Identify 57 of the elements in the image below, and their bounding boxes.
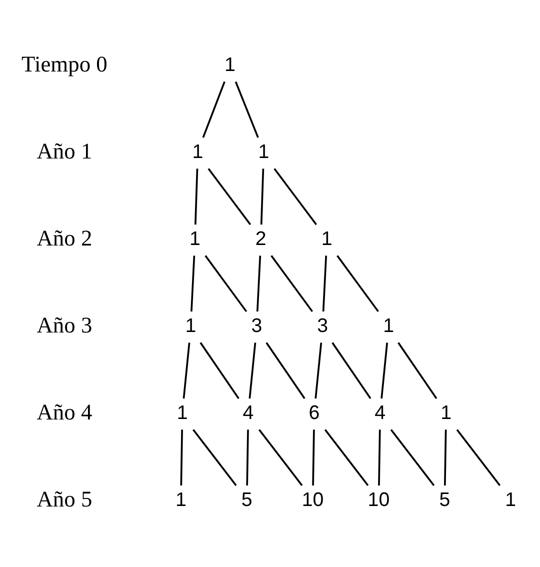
connector bbox=[234, 81, 259, 138]
node-text: 1 bbox=[505, 489, 516, 512]
label: Año 4 bbox=[36, 399, 92, 424]
node-text: 1 bbox=[176, 402, 188, 424]
connector bbox=[312, 430, 315, 486]
connector bbox=[444, 430, 447, 486]
node-text: 10 bbox=[368, 489, 390, 512]
node-text: 1 bbox=[440, 402, 452, 424]
label: Año 1 bbox=[36, 138, 92, 164]
connector bbox=[322, 256, 328, 312]
connector bbox=[200, 342, 240, 400]
node-text: 1 bbox=[224, 54, 236, 76]
node-text: 5 bbox=[241, 489, 252, 512]
connector bbox=[202, 81, 226, 138]
node-text: 4 bbox=[374, 402, 386, 424]
connector bbox=[314, 342, 322, 399]
connector bbox=[390, 429, 435, 486]
connector bbox=[194, 168, 198, 225]
connector bbox=[204, 255, 248, 312]
node-text: 1 bbox=[258, 141, 270, 164]
node-text: 5 bbox=[439, 489, 450, 512]
connector bbox=[398, 342, 438, 400]
connector bbox=[378, 430, 381, 486]
node-text: 1 bbox=[189, 228, 200, 250]
node-text: 3 bbox=[317, 315, 328, 338]
label: Año 5 bbox=[36, 486, 92, 512]
connector bbox=[336, 255, 379, 312]
node-text: 10 bbox=[302, 489, 324, 512]
node-text: 1 bbox=[321, 228, 332, 250]
connector bbox=[180, 430, 183, 486]
connector bbox=[246, 430, 249, 486]
node-text: 3 bbox=[251, 315, 262, 338]
connector bbox=[380, 342, 388, 399]
node-text: 6 bbox=[308, 402, 320, 424]
node-text: 1 bbox=[185, 315, 196, 338]
connector bbox=[456, 429, 501, 486]
label: Año 3 bbox=[36, 312, 92, 338]
node-text: 1 bbox=[383, 315, 394, 338]
connector bbox=[274, 168, 317, 226]
node-text: 4 bbox=[242, 402, 254, 424]
connector bbox=[266, 342, 306, 400]
connector bbox=[190, 256, 196, 312]
connector bbox=[182, 342, 190, 399]
label: Tiempo 0 bbox=[22, 51, 108, 76]
connector bbox=[332, 342, 372, 400]
connector bbox=[256, 256, 262, 312]
connector bbox=[258, 429, 303, 486]
connector bbox=[248, 342, 256, 399]
connector bbox=[192, 429, 237, 486]
node-text: 1 bbox=[192, 141, 204, 164]
connector bbox=[208, 168, 252, 226]
node-text: 1 bbox=[175, 489, 186, 512]
node-text: 2 bbox=[255, 228, 266, 250]
connector bbox=[270, 255, 314, 312]
label: Año 2 bbox=[36, 225, 92, 250]
connector bbox=[324, 429, 369, 486]
connector bbox=[260, 168, 264, 225]
